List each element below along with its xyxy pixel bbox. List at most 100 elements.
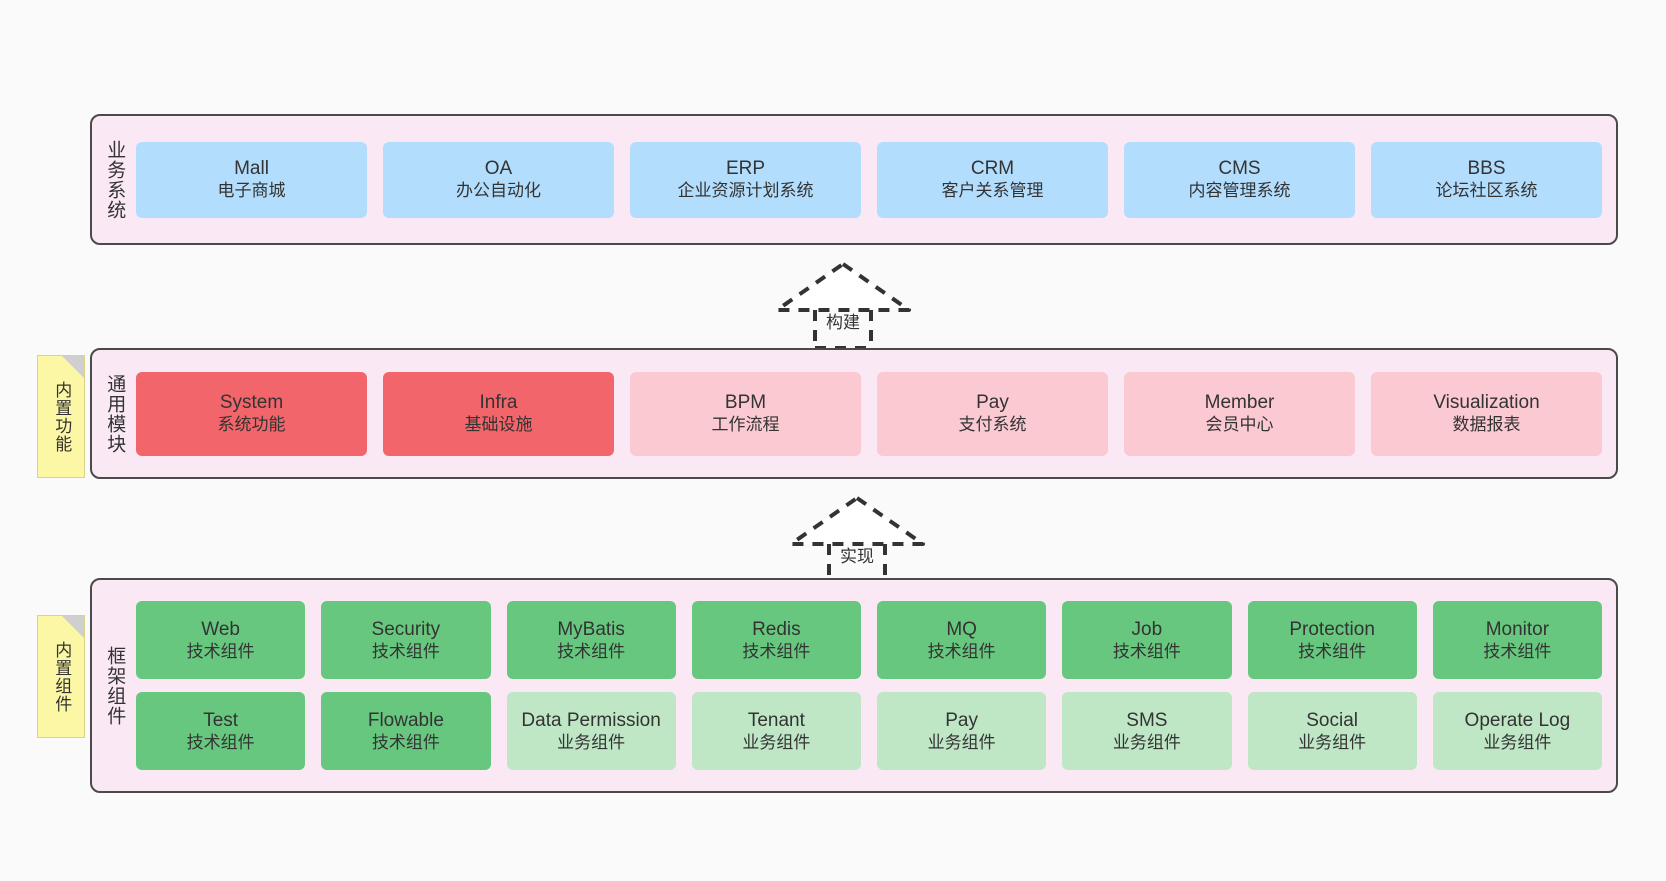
node-cn-label: 技术组件 bbox=[1298, 641, 1367, 661]
layer-body-common-modules: System 系统功能 Infra 基础设施 BPM 工作流程 Pay 支付系统… bbox=[136, 350, 1616, 477]
node-crm[interactable]: CRM 客户关系管理 bbox=[877, 141, 1108, 218]
layer-title-common-modules: 通用模块 bbox=[104, 373, 126, 454]
note-fold-icon bbox=[62, 356, 84, 378]
node-data-permission[interactable]: Data Permission 业务组件 bbox=[506, 692, 676, 770]
node-sms[interactable]: SMS 业务组件 bbox=[1062, 692, 1232, 770]
node-cn-label: 业务组件 bbox=[927, 732, 996, 752]
node-mall[interactable]: Mall 电子商城 bbox=[136, 141, 367, 218]
node-pay-module[interactable]: Pay 支付系统 bbox=[877, 371, 1108, 456]
node-en-label: Security bbox=[371, 618, 441, 640]
node-en-label: CMS bbox=[1218, 158, 1261, 180]
node-en-label: Monitor bbox=[1485, 618, 1550, 640]
node-cn-label: 技术组件 bbox=[742, 641, 811, 661]
node-infra[interactable]: Infra 基础设施 bbox=[383, 371, 614, 456]
connector-implement: 实现 bbox=[771, 492, 943, 584]
node-cn-label: 技术组件 bbox=[371, 641, 440, 661]
node-en-label: OA bbox=[484, 158, 513, 180]
layer-title-business-systems: 业务系统 bbox=[104, 139, 126, 220]
node-cn-label: 技术组件 bbox=[927, 641, 996, 661]
node-en-label: SMS bbox=[1126, 709, 1168, 731]
node-cn-label: 技术组件 bbox=[1112, 641, 1181, 661]
node-en-label: Web bbox=[201, 618, 240, 640]
node-en-label: ERP bbox=[725, 158, 766, 180]
node-en-label: Member bbox=[1204, 392, 1275, 414]
node-security[interactable]: Security 技术组件 bbox=[321, 601, 491, 679]
node-cms[interactable]: CMS 内容管理系统 bbox=[1124, 141, 1355, 218]
node-row: Test 技术组件 Flowable 技术组件 Data Permission … bbox=[136, 692, 1602, 770]
node-cn-label: 会员中心 bbox=[1205, 415, 1274, 435]
node-cn-label: 论坛社区系统 bbox=[1435, 181, 1538, 201]
node-cn-label: 办公自动化 bbox=[456, 181, 541, 201]
node-flowable[interactable]: Flowable 技术组件 bbox=[321, 692, 491, 770]
node-cn-label: 工作流程 bbox=[711, 415, 780, 435]
layer-business-systems[interactable]: 业务系统 Mall 电子商城 OA 办公自动化 ERP 企业资源计划系统 CRM… bbox=[90, 114, 1618, 245]
node-row: System 系统功能 Infra 基础设施 BPM 工作流程 Pay 支付系统… bbox=[136, 371, 1602, 456]
node-mq[interactable]: MQ 技术组件 bbox=[877, 601, 1047, 679]
node-en-label: Flowable bbox=[367, 709, 444, 731]
node-mybatis[interactable]: MyBatis 技术组件 bbox=[506, 601, 676, 679]
node-cn-label: 支付系统 bbox=[958, 415, 1027, 435]
layer-framework-components[interactable]: 框架组件 Web 技术组件 Security 技术组件 MyBatis 技术组件… bbox=[90, 578, 1618, 793]
layer-body-framework-components: Web 技术组件 Security 技术组件 MyBatis 技术组件 Redi… bbox=[136, 580, 1616, 791]
node-en-label: Operate Log bbox=[1464, 709, 1571, 731]
sticky-note-builtin-features[interactable]: 内置功能 bbox=[37, 355, 85, 478]
node-cn-label: 技术组件 bbox=[186, 641, 255, 661]
node-cn-label: 企业资源计划系统 bbox=[677, 181, 814, 201]
node-cn-label: 业务组件 bbox=[1483, 732, 1552, 752]
node-cn-label: 电子商城 bbox=[217, 181, 286, 201]
node-job[interactable]: Job 技术组件 bbox=[1062, 601, 1232, 679]
node-pay-component[interactable]: Pay 业务组件 bbox=[877, 692, 1047, 770]
node-cn-label: 业务组件 bbox=[1112, 732, 1181, 752]
node-en-label: Pay bbox=[945, 709, 978, 731]
generalization-arrow-icon bbox=[789, 496, 925, 584]
node-en-label: Social bbox=[1306, 709, 1358, 731]
node-cn-label: 技术组件 bbox=[186, 732, 255, 752]
node-row: Web 技术组件 Security 技术组件 MyBatis 技术组件 Redi… bbox=[136, 601, 1602, 679]
node-en-label: MyBatis bbox=[557, 618, 625, 640]
node-en-label: Visualization bbox=[1433, 392, 1540, 414]
node-en-label: Pay bbox=[976, 392, 1009, 414]
node-erp[interactable]: ERP 企业资源计划系统 bbox=[630, 141, 861, 218]
layer-body-business-systems: Mall 电子商城 OA 办公自动化 ERP 企业资源计划系统 CRM 客户关系… bbox=[136, 116, 1616, 243]
node-tenant[interactable]: Tenant 业务组件 bbox=[691, 692, 861, 770]
node-protection[interactable]: Protection 技术组件 bbox=[1247, 601, 1417, 679]
note-fold-icon bbox=[62, 616, 84, 638]
connector-implement-label: 实现 bbox=[840, 547, 874, 566]
node-test[interactable]: Test 技术组件 bbox=[136, 692, 306, 770]
node-visualization[interactable]: Visualization 数据报表 bbox=[1371, 371, 1602, 456]
node-cn-label: 业务组件 bbox=[557, 732, 626, 752]
node-en-label: Mall bbox=[234, 158, 269, 180]
node-oa[interactable]: OA 办公自动化 bbox=[383, 141, 614, 218]
node-system[interactable]: System 系统功能 bbox=[136, 371, 367, 456]
node-cn-label: 客户关系管理 bbox=[941, 181, 1044, 201]
node-bbs[interactable]: BBS 论坛社区系统 bbox=[1371, 141, 1602, 218]
node-cn-label: 技术组件 bbox=[371, 732, 440, 752]
layer-title-framework-components: 框架组件 bbox=[104, 645, 126, 726]
connector-build: 构建 bbox=[757, 258, 929, 350]
node-en-label: Redis bbox=[752, 618, 801, 640]
node-web[interactable]: Web 技术组件 bbox=[136, 601, 306, 679]
sticky-note-label: 内置组件 bbox=[52, 640, 72, 713]
node-monitor[interactable]: Monitor 技术组件 bbox=[1432, 601, 1602, 679]
node-cn-label: 基础设施 bbox=[464, 415, 533, 435]
node-bpm[interactable]: BPM 工作流程 bbox=[630, 371, 861, 456]
layer-common-modules[interactable]: 通用模块 System 系统功能 Infra 基础设施 BPM 工作流程 Pay… bbox=[90, 348, 1618, 479]
sticky-note-builtin-components[interactable]: 内置组件 bbox=[37, 615, 85, 738]
connector-build-label: 构建 bbox=[826, 313, 860, 332]
node-en-label: Job bbox=[1131, 618, 1163, 640]
node-en-label: Infra bbox=[479, 392, 518, 414]
node-member[interactable]: Member 会员中心 bbox=[1124, 371, 1355, 456]
node-cn-label: 技术组件 bbox=[1483, 641, 1552, 661]
node-social[interactable]: Social 业务组件 bbox=[1247, 692, 1417, 770]
node-en-label: BBS bbox=[1467, 158, 1506, 180]
node-cn-label: 技术组件 bbox=[557, 641, 626, 661]
sticky-note-label: 内置功能 bbox=[52, 380, 72, 453]
node-cn-label: 系统功能 bbox=[217, 415, 286, 435]
generalization-arrow-icon bbox=[775, 262, 911, 350]
node-en-label: Protection bbox=[1289, 618, 1375, 640]
node-redis[interactable]: Redis 技术组件 bbox=[691, 601, 861, 679]
node-operate-log[interactable]: Operate Log 业务组件 bbox=[1432, 692, 1602, 770]
node-cn-label: 业务组件 bbox=[742, 732, 811, 752]
node-en-label: CRM bbox=[970, 158, 1015, 180]
